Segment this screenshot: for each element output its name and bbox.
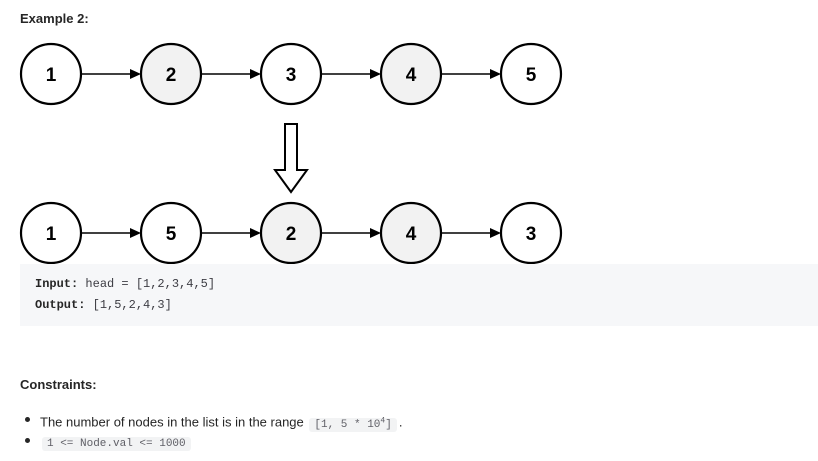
constraints-list: The number of nodes in the list is in th…: [25, 410, 402, 452]
list-node: 3: [499, 201, 563, 265]
list-node: 2: [139, 42, 203, 106]
arrow-3-4: [321, 69, 381, 79]
bullet-icon: [25, 438, 30, 443]
input-line: Input: head = [1,2,3,4,5]: [35, 277, 215, 291]
list-node: 5: [139, 201, 203, 265]
list-node: 1: [19, 42, 83, 106]
svg-text:2: 2: [166, 65, 177, 86]
bullet-icon: [25, 417, 30, 422]
arrow-2-3: [201, 69, 261, 79]
arrow-4-5: [441, 69, 501, 79]
arrow-1-5: [81, 228, 141, 238]
linked-list-diagram: 1 2 3 4 5 1 5 2 4 3: [19, 42, 563, 265]
output-label: Output:: [35, 298, 86, 312]
constraint-code: [1, 5 * 104]: [309, 416, 397, 432]
list-node: 2: [259, 201, 323, 265]
svg-text:4: 4: [406, 65, 417, 86]
svg-text:3: 3: [286, 65, 297, 86]
output-line: Output: [1,5,2,4,3]: [35, 298, 172, 312]
svg-text:1: 1: [46, 224, 57, 245]
arrow-5-2: [201, 228, 261, 238]
output-value: [1,5,2,4,3]: [85, 298, 172, 312]
list-node: 4: [379, 201, 443, 265]
constraint-text: The number of nodes in the list is in th…: [40, 414, 308, 430]
constraint-code: 1 <= Node.val <= 1000: [42, 437, 191, 451]
list-node: 1: [19, 201, 83, 265]
svg-text:5: 5: [166, 224, 177, 245]
list-node: 3: [259, 42, 323, 106]
constraint-item: 1 <= Node.val <= 1000: [25, 431, 402, 452]
arrow-2-4: [321, 228, 381, 238]
arrow-4-3: [441, 228, 501, 238]
arrow-1-2: [81, 69, 141, 79]
svg-text:5: 5: [526, 65, 537, 86]
constraint-item: The number of nodes in the list is in th…: [25, 410, 402, 432]
constraints-heading: Constraints:: [20, 377, 97, 392]
input-label: Input:: [35, 277, 79, 291]
example-code-block: Input: head = [1,2,3,4,5] Output: [1,5,2…: [20, 264, 818, 326]
svg-text:3: 3: [526, 224, 537, 245]
svg-text:1: 1: [46, 65, 57, 86]
list-node: 4: [379, 42, 443, 106]
list-node: 5: [499, 42, 563, 106]
svg-text:4: 4: [406, 224, 417, 245]
svg-text:2: 2: [286, 224, 297, 245]
down-arrow-icon: [273, 123, 309, 194]
example-heading: Example 2:: [20, 11, 89, 26]
input-value: head = [1,2,3,4,5]: [78, 277, 216, 291]
